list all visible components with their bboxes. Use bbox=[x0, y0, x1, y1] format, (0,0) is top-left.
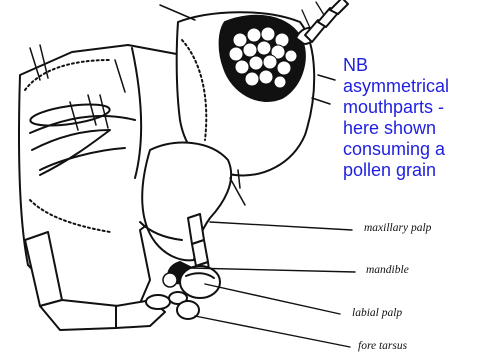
leader-labial-palp bbox=[205, 284, 340, 314]
pollen-grain bbox=[163, 273, 177, 287]
note-line: pollen grain bbox=[343, 160, 483, 181]
label-fore-tarsus: fore tarsus bbox=[358, 340, 407, 352]
labial-palp bbox=[180, 266, 220, 298]
note-line: NB bbox=[343, 55, 483, 76]
label-maxillary-palp: maxillary palp bbox=[364, 222, 431, 234]
note-line: mouthparts - bbox=[343, 97, 483, 118]
label-mandible: mandible bbox=[366, 264, 409, 276]
note-line: consuming a bbox=[343, 139, 483, 160]
leader-fore-tarsus bbox=[195, 316, 350, 347]
note-line: asymmetrical bbox=[343, 76, 483, 97]
leader-maxillary-palp bbox=[210, 222, 352, 230]
note-line: here shown bbox=[343, 118, 483, 139]
label-labial-palp: labial palp bbox=[352, 307, 402, 319]
annotation-note: NB asymmetrical mouthparts - here shown … bbox=[343, 55, 483, 181]
antenna bbox=[296, 0, 348, 44]
